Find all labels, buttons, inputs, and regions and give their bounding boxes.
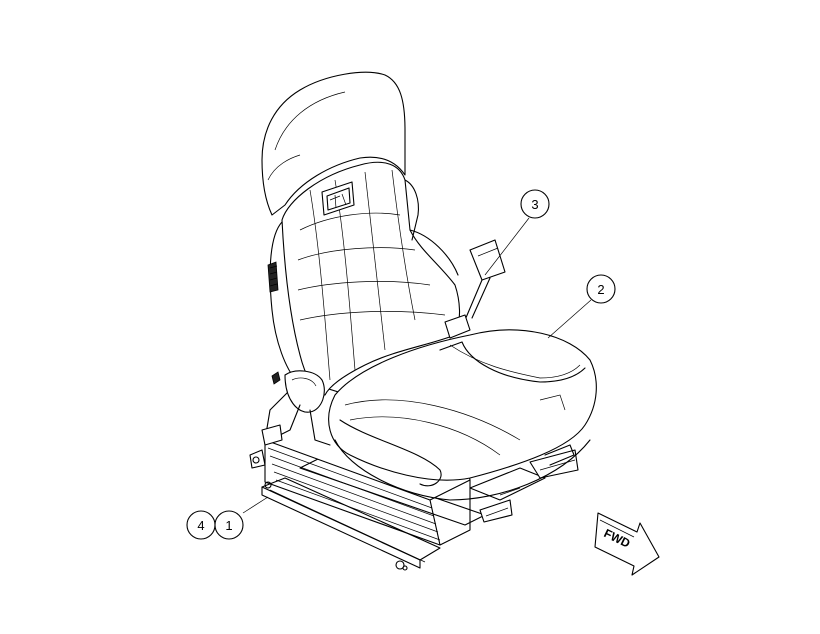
svg-text:1: 1	[225, 518, 232, 533]
callout-1: 1	[214, 510, 244, 540]
svg-text:3: 3	[531, 197, 538, 212]
fwd-direction-arrow: FWD	[594, 512, 660, 576]
svg-text:4: 4	[197, 518, 204, 533]
left-side-mechanism	[261, 370, 331, 446]
seat-belt	[444, 239, 506, 339]
callout-3: 3	[520, 189, 550, 219]
seat-cushion	[328, 329, 597, 501]
callout-2: 2	[586, 274, 616, 304]
svg-text:2: 2	[597, 282, 604, 297]
seat-backrest	[267, 161, 461, 396]
headrest	[261, 71, 406, 216]
leader-lines	[242, 217, 592, 514]
callout-4: 4	[186, 510, 216, 540]
cat-logo	[321, 181, 355, 216]
